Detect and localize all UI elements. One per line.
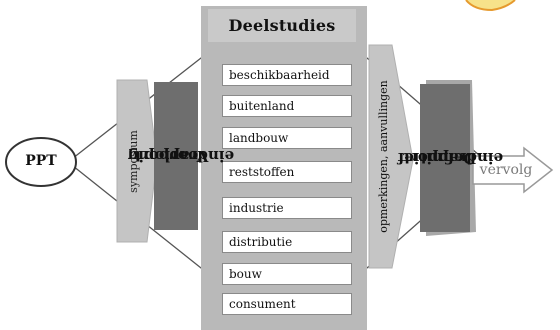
definitief-text: Definitief eindrapport	[398, 108, 503, 208]
vervolg-arrow	[472, 146, 554, 194]
ppt-ellipse	[5, 137, 77, 187]
study-industrie: industrie	[222, 197, 352, 219]
voorlopig-text: Voorlopig eindrapport	[128, 106, 234, 206]
deelstudies-title: Deelstudies	[208, 9, 356, 42]
voorlopig-eindrapport-box: Voorlopig eindrapport	[128, 82, 234, 230]
definitief-eindrapport-box: Definitief eindrapport	[398, 84, 503, 232]
voorlopig-line-2: eindrapport	[133, 147, 235, 165]
opmerkingen-arrow	[368, 44, 414, 269]
study-consument: consument	[222, 293, 352, 315]
study-distributie: distributie	[222, 231, 352, 253]
study-reststoffen: reststoffen	[222, 161, 352, 183]
study-bouw: bouw	[222, 263, 352, 285]
study-landbouw: landbouw	[222, 127, 352, 149]
ppt-label: PPT	[25, 153, 57, 169]
study-beschikbaarheid: beschikbaarheid	[222, 64, 352, 86]
vervolg-label: vervolg	[479, 162, 533, 178]
symposium-arrow	[116, 79, 158, 243]
study-buitenland: buitenland	[222, 95, 352, 117]
corner-decoration	[465, 0, 516, 12]
